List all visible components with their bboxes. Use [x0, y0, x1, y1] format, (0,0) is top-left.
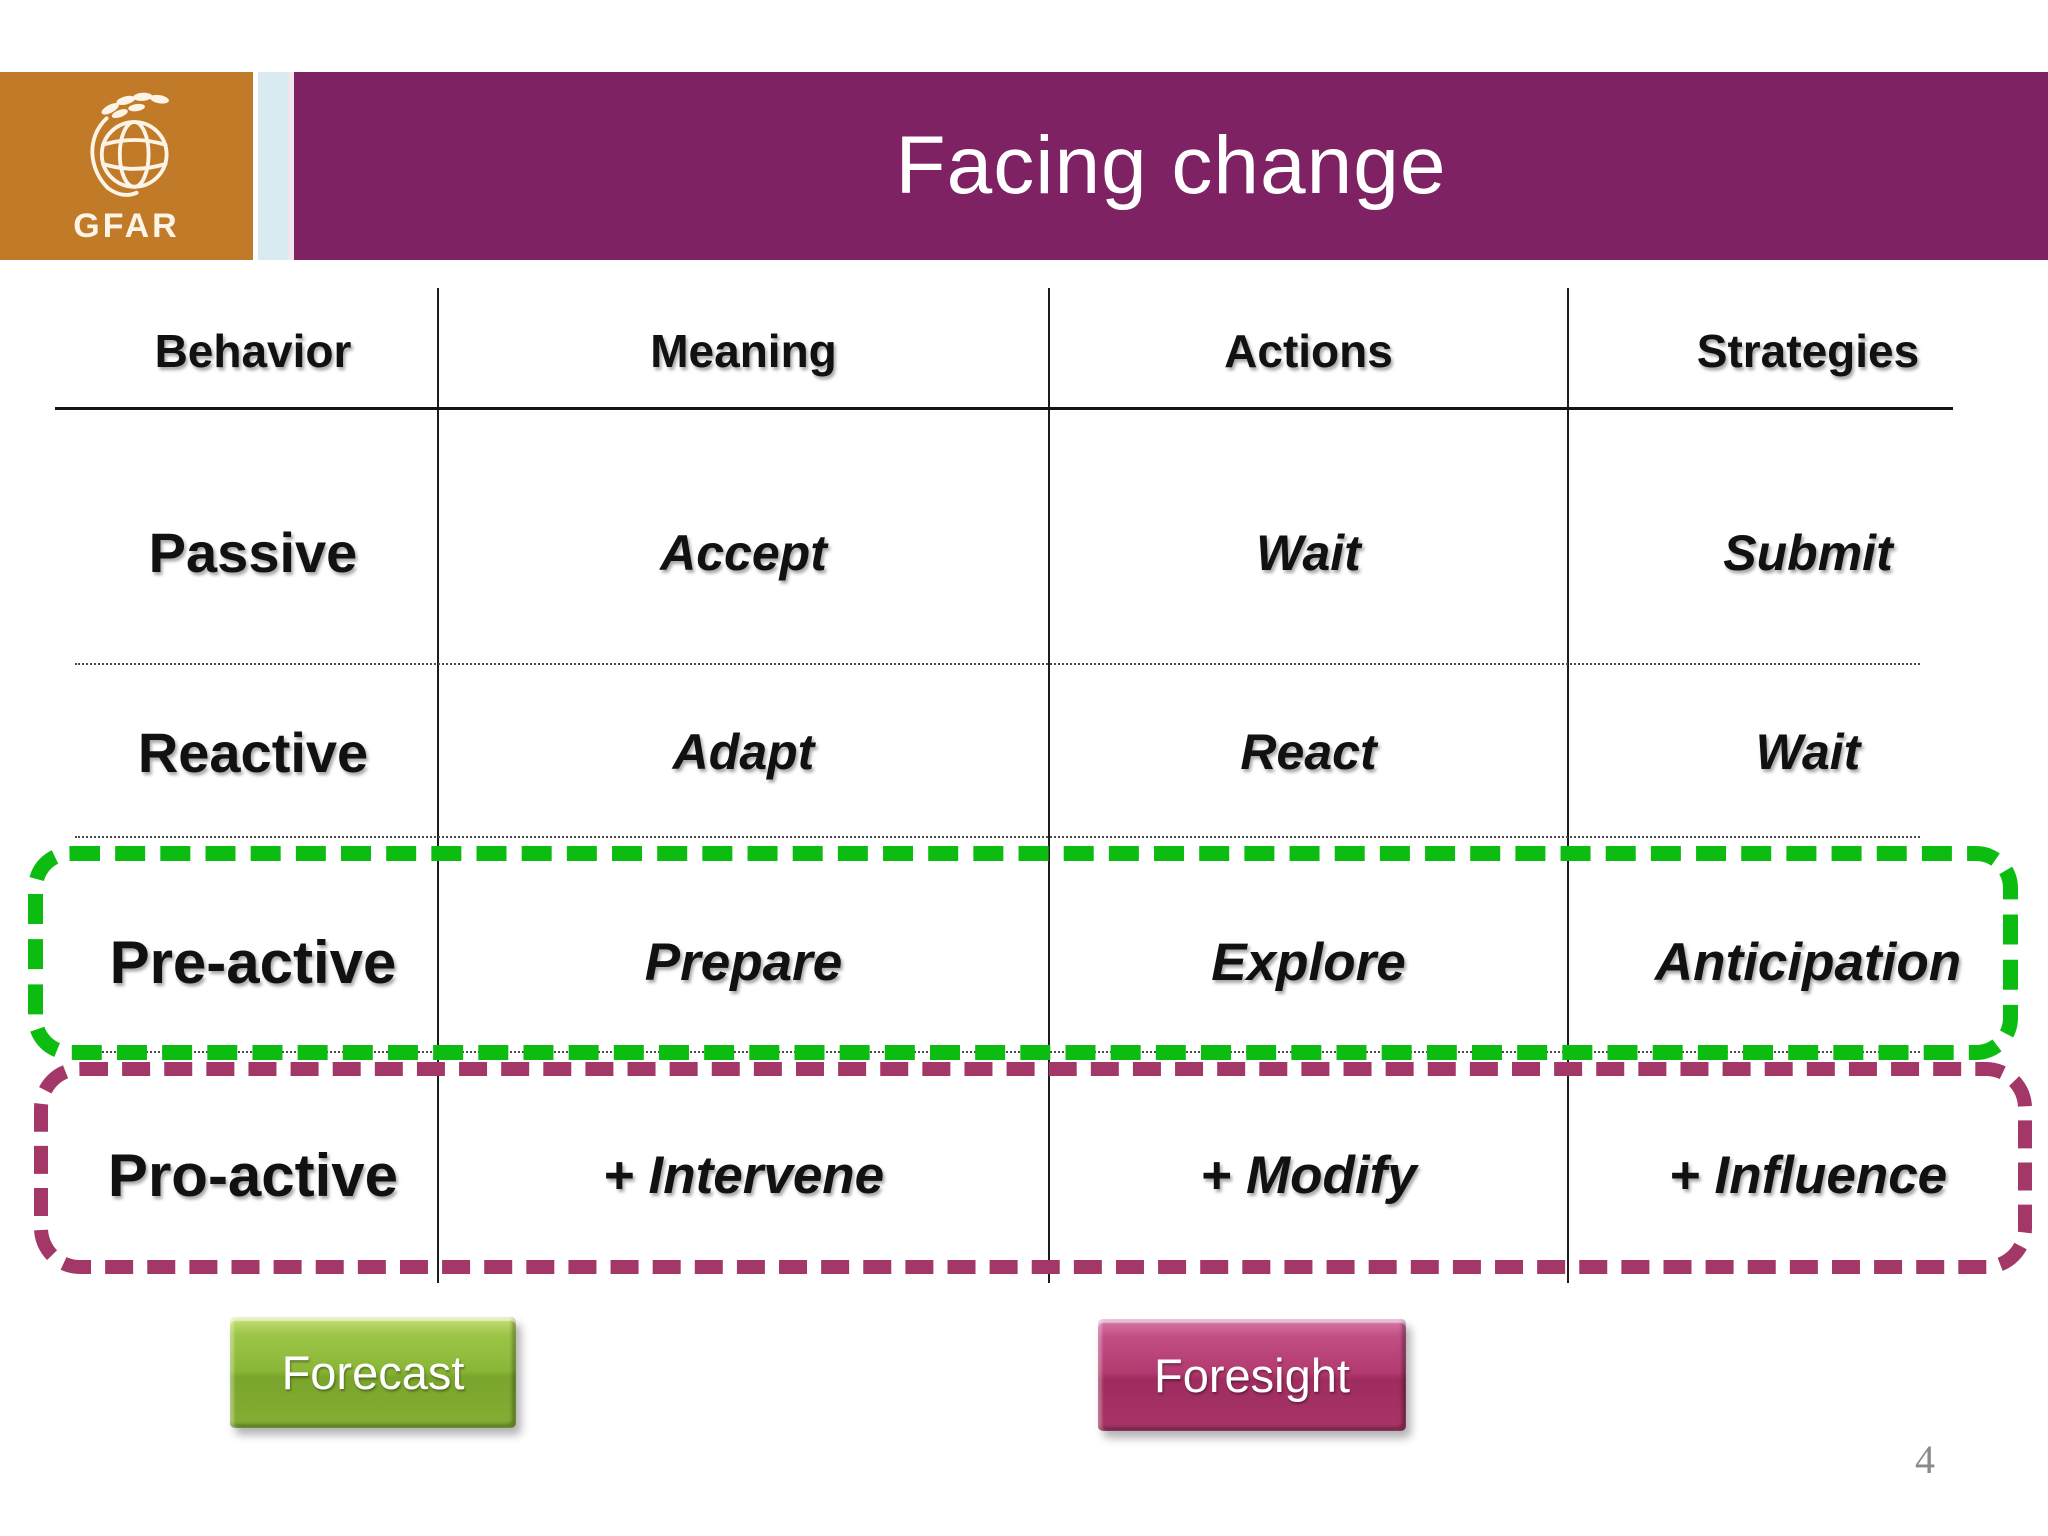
table-cell-reactive-meaning: Adapt [672, 724, 815, 780]
table-column-divider-1 [437, 288, 439, 1283]
gfar-logo: GFAR [0, 72, 253, 260]
table-row-proactive-label: Pro-active [107, 1141, 399, 1209]
header-divider-strip [253, 72, 258, 260]
table-cell-preactive-meaning: Prepare [644, 932, 843, 992]
page-title: Facing change [895, 120, 1447, 211]
table-cell-proactive-strategies: + Influence [1668, 1145, 1948, 1205]
table-cell-passive-actions: Wait [1256, 524, 1361, 581]
table-cell-reactive-actions: React [1240, 724, 1377, 780]
header-pale-strip [288, 72, 294, 260]
table-cell-preactive-actions: Explore [1211, 932, 1406, 992]
table-cell-proactive-actions: + Modify [1200, 1145, 1417, 1205]
column-header-actions: Actions [1224, 325, 1393, 377]
table-cell-proactive-meaning: + Intervene [602, 1145, 885, 1205]
foresight-button[interactable]: Foresight [1098, 1319, 1406, 1431]
header-blue-strip [258, 72, 288, 260]
table-cell-preactive-strategies: Anticipation [1654, 932, 1962, 992]
table-column-divider-2 [1048, 288, 1050, 1283]
column-header-strategies: Strategies [1696, 325, 1920, 377]
table-cell-reactive-strategies: Wait [1755, 724, 1861, 780]
table-row-passive-label: Passive [148, 521, 358, 584]
row-separator-dotted-2 [75, 836, 1920, 838]
title-bar: Facing change [294, 72, 2048, 260]
forecast-button[interactable]: Forecast [230, 1317, 516, 1428]
column-header-behavior: Behavior [154, 325, 352, 377]
logo-text: GFAR [73, 206, 180, 245]
table-row-reactive-label: Reactive [137, 720, 369, 784]
header-band: GFAR Facing change [0, 72, 2048, 260]
row-separator-dotted-1 [75, 663, 1920, 665]
column-header-meaning: Meaning [650, 325, 837, 377]
table-row-preactive-label: Pre-active [109, 928, 397, 996]
table-column-divider-3 [1567, 288, 1569, 1283]
foresight-button-label: Foresight [1154, 1348, 1350, 1402]
table-cell-passive-meaning: Accept [660, 524, 827, 581]
forecast-button-label: Forecast [281, 1346, 465, 1399]
proactive-maroon-dashed-highlight [34, 1062, 2032, 1274]
table-cell-passive-strategies: Submit [1723, 524, 1893, 581]
table-header-underline [55, 407, 1953, 410]
preactive-green-dashed-highlight [28, 846, 2018, 1060]
globe-wheat-icon [67, 87, 187, 205]
page-number: 4 [1915, 1437, 1935, 1482]
